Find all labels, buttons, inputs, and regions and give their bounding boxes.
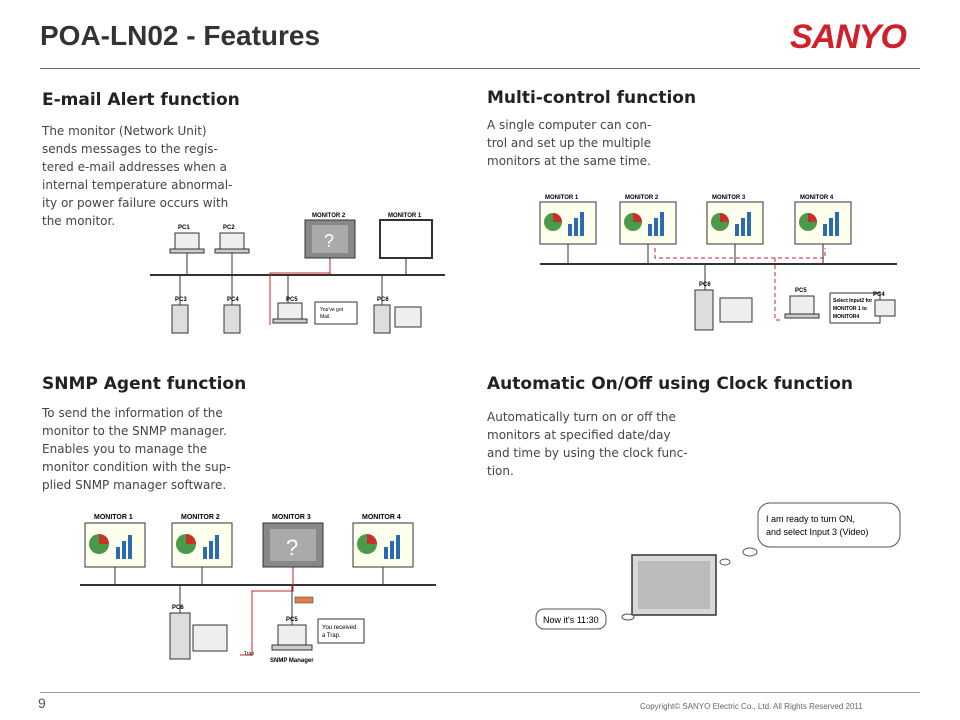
monitor1-label: MONITOR 1 xyxy=(388,213,422,219)
title-divider xyxy=(40,68,920,69)
multi-bubble-line1: Select Input2 for xyxy=(833,298,872,304)
tower-pc-icon xyxy=(223,275,241,334)
clock-function-description: Automatically turn on or off the monitor… xyxy=(487,410,688,478)
sanyo-logo: SANYO xyxy=(790,18,907,56)
monitor1-label: MONITOR 1 xyxy=(94,514,133,521)
trap-label: Trap xyxy=(244,651,254,657)
monitor2-label: MONITOR 2 xyxy=(312,213,346,219)
monitor-icon xyxy=(794,201,852,264)
email-bubble-line1: You've got xyxy=(320,307,344,313)
desktop-pc-icon xyxy=(373,275,422,334)
snmp-agent-heading: SNMP Agent function xyxy=(42,374,247,394)
email-alert-section: E-mail Alert function The monitor (Netwo… xyxy=(42,90,302,230)
laptop-icon xyxy=(874,299,896,317)
snmp-agent-section: SNMP Agent function To send the informat… xyxy=(42,374,302,494)
snmp-manager-label: SNMP Manager xyxy=(270,658,314,664)
email-alert-heading: E-mail Alert function xyxy=(42,90,240,110)
monitor-icon xyxy=(171,522,233,585)
pc4-label: PC4 xyxy=(227,297,239,303)
pc1-label: PC1 xyxy=(178,225,190,231)
email-alert-diagram: PC1 PC2 ? MONITOR 2 MONITOR 1 PC3 PC4 PC… xyxy=(150,213,445,334)
monitor4-label: MONITOR 4 xyxy=(800,195,834,201)
pc6-label: PC6 xyxy=(699,282,711,288)
footer-divider xyxy=(40,692,920,693)
speech-bubble xyxy=(317,618,365,644)
clock-function-heading: Automatic On/Off using Clock function xyxy=(487,374,854,394)
laptop-icon xyxy=(169,232,205,275)
laptop-icon xyxy=(784,295,820,319)
svg-text:?: ? xyxy=(286,535,298,560)
monitor1-label: MONITOR 1 xyxy=(545,195,579,201)
clock-bubble-top-line2: and select Input 3 (Video) xyxy=(766,527,868,537)
snmp-agent-diagram: ? MONITOR 1 MONITOR 2 MONITOR 3 MONITOR … xyxy=(80,514,436,664)
multi-bubble-line3: MONITOR4 xyxy=(833,314,860,320)
multi-control-diagram: MONITOR 1 MONITOR 2 MONITOR 3 MONITOR 4 … xyxy=(539,195,897,331)
monitor-icon: ? xyxy=(304,219,356,275)
speech-bubble xyxy=(829,292,881,324)
trap-envelope xyxy=(294,596,314,604)
desktop-pc-icon xyxy=(169,585,228,660)
monitor3-label: MONITOR 3 xyxy=(712,195,746,201)
multi-control-heading: Multi-control function xyxy=(487,88,697,108)
monitor4-label: MONITOR 4 xyxy=(362,514,401,521)
page-title: POA-LN02 - Features xyxy=(40,20,321,51)
monitor-icon: ? xyxy=(262,522,324,585)
multi-control-section: Multi-control function A single computer… xyxy=(487,88,737,170)
speech-bubble xyxy=(314,301,358,325)
monitor2-label: MONITOR 2 xyxy=(181,514,220,521)
snmp-agent-description: To send the information of the monitor t… xyxy=(42,406,231,492)
pc5-label: PC5 xyxy=(286,297,298,303)
laptop-icon xyxy=(272,275,308,324)
monitor-icon xyxy=(706,201,764,264)
snmp-bubble-line1: You received xyxy=(322,625,356,631)
laptop-icon xyxy=(271,585,313,651)
desktop-pc-icon xyxy=(694,264,753,331)
monitor-icon xyxy=(619,201,677,264)
multi-control-description: A single computer can con- trol and set … xyxy=(487,118,652,168)
clock-bubble-top-line1: I am ready to turn ON, xyxy=(766,514,855,524)
monitor-icon xyxy=(352,522,414,585)
pc2-label: PC2 xyxy=(223,225,235,231)
monitor-icon xyxy=(539,201,597,264)
monitor2-label: MONITOR 2 xyxy=(625,195,659,201)
pc3-label: PC3 xyxy=(175,297,187,303)
monitor-icon xyxy=(631,554,717,616)
clock-function-section: Automatic On/Off using Clock function Au… xyxy=(487,374,887,480)
copyright-notice: Copyright© SANYO Electric Co., Ltd. All … xyxy=(640,702,863,711)
email-bubble-line2: Mail. xyxy=(320,314,331,320)
clock-function-diagram: I am ready to turn ON, and select Input … xyxy=(535,502,901,630)
svg-text:?: ? xyxy=(324,231,334,251)
pc5-label: PC5 xyxy=(286,617,298,623)
pc6-label: PC6 xyxy=(172,605,184,611)
pc5-label: PC5 xyxy=(795,288,807,294)
laptop-icon xyxy=(214,232,250,275)
speech-bubble xyxy=(757,502,901,548)
monitor3-label: MONITOR 3 xyxy=(272,514,311,521)
page-number: 9 xyxy=(38,695,46,711)
monitor-icon xyxy=(379,219,433,275)
snmp-bubble-line2: a Trap. xyxy=(322,633,341,639)
email-alert-description: The monitor (Network Unit) sends message… xyxy=(42,124,233,228)
speech-bubble xyxy=(535,608,607,630)
clock-bubble-bottom: Now it's 11:30 xyxy=(543,615,599,625)
pc4-label: PC4 xyxy=(873,292,885,298)
multi-bubble-line2: MONITOR 1 to xyxy=(833,306,867,312)
tower-pc-icon xyxy=(171,275,189,334)
monitor-icon xyxy=(84,522,146,585)
pc6-label: PC6 xyxy=(377,297,389,303)
